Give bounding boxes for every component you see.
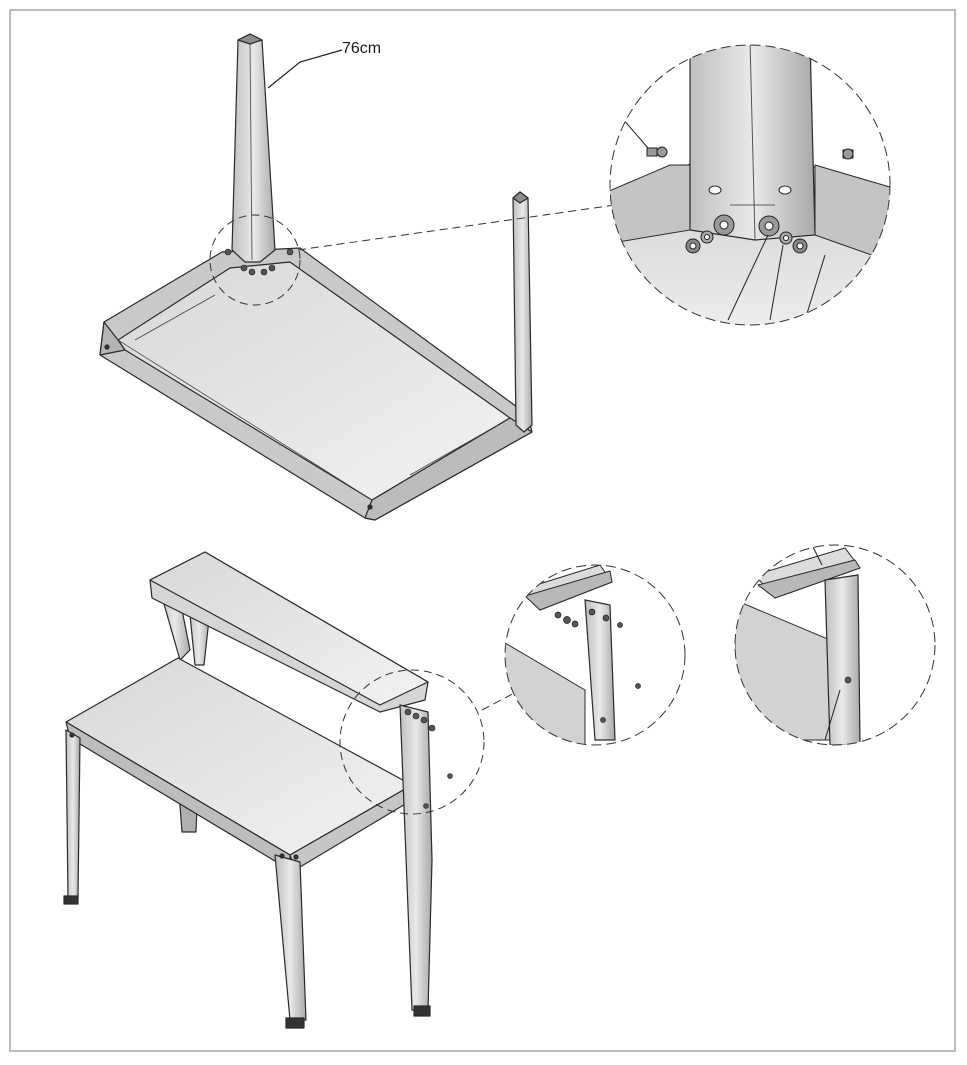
table-leg-short xyxy=(512,191,533,433)
corner-bolts-small xyxy=(224,248,294,276)
shelf-detail-view xyxy=(504,564,686,746)
leg-length-label: 76cm xyxy=(342,40,382,57)
top-detail-view xyxy=(609,44,891,326)
dimension-leader-line xyxy=(267,49,343,89)
assembled-table xyxy=(63,551,453,1029)
corner-callout-circle xyxy=(209,214,301,306)
leg-detail-view xyxy=(734,544,936,746)
shelf-callout-circle xyxy=(339,669,485,815)
callout-leader-top xyxy=(297,204,616,251)
table-leg-long xyxy=(231,33,276,263)
upside-down-table-top xyxy=(99,247,533,521)
callout-leader-bottom xyxy=(481,689,521,711)
